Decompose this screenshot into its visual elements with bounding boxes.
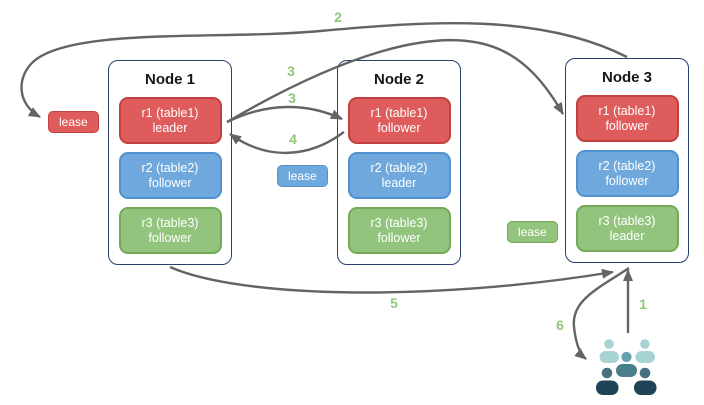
replica-name: r1 (table1)	[598, 103, 656, 118]
arrow-step-3-leader-to-node2	[226, 105, 343, 124]
node-3: Node 3 r1 (table1) follower r2 (table2) …	[565, 58, 689, 263]
node-3-replica-r2: r2 (table2) follower	[575, 150, 679, 197]
replica-name: r2 (table2)	[141, 160, 199, 175]
replica-name: r3 (table3)	[141, 215, 199, 230]
step-label-6: 6	[556, 317, 564, 333]
replica-role: follower	[377, 120, 421, 135]
step-label-5: 5	[390, 295, 398, 311]
replica-role: leader	[609, 228, 645, 243]
node-1: Node 1 r1 (table1) leader r2 (table2) fo…	[108, 60, 232, 265]
step-label-4: 4	[289, 131, 297, 147]
node-3-title: Node 3	[601, 69, 652, 86]
step-label-3-lower: 3	[288, 90, 296, 106]
step-label-1: 1	[639, 296, 647, 312]
node-2-replica-r2: r2 (table2) leader	[347, 152, 451, 199]
replica-name: r1 (table1)	[370, 105, 428, 120]
replica-name: r1 (table1)	[141, 105, 199, 120]
replica-role: leader	[152, 120, 188, 135]
node-2: Node 2 r1 (table1) follower r2 (table2) …	[337, 60, 461, 265]
node-2-title: Node 2	[373, 71, 424, 88]
step-label-3-upper: 3	[287, 63, 295, 79]
replica-role: follower	[148, 230, 192, 245]
replica-role: leader	[381, 175, 417, 190]
replica-role: follower	[605, 173, 649, 188]
arrow-step-4-node2-to-leader	[229, 131, 345, 155]
lease-badge-table3: lease	[507, 221, 558, 243]
arrow-step-6-node3-to-client	[572, 267, 630, 360]
node-2-replica-r3: r3 (table3) follower	[347, 207, 451, 254]
node-1-replica-r1: r1 (table1) leader	[118, 97, 222, 144]
lease-badge-table1: lease	[48, 111, 99, 133]
users-group-icon	[596, 339, 657, 395]
step-label-2: 2	[334, 9, 342, 25]
lease-badge-table2: lease	[277, 165, 328, 187]
node-1-title: Node 1	[144, 71, 195, 88]
node-1-replica-r3: r3 (table3) follower	[118, 207, 222, 254]
replica-name: r3 (table3)	[598, 213, 656, 228]
replica-name: r2 (table2)	[598, 158, 656, 173]
replica-role: follower	[377, 230, 421, 245]
replica-role: follower	[605, 118, 649, 133]
node-3-replica-r1: r1 (table1) follower	[575, 95, 679, 142]
arrow-step-5-node1-to-node3	[169, 265, 614, 294]
replica-name: r2 (table2)	[370, 160, 428, 175]
node-1-replica-r2: r2 (table2) follower	[118, 152, 222, 199]
node-2-replica-r1: r1 (table1) follower	[347, 97, 451, 144]
replica-name: r3 (table3)	[370, 215, 428, 230]
node-3-replica-r3: r3 (table3) leader	[575, 205, 679, 252]
replica-role: follower	[148, 175, 192, 190]
